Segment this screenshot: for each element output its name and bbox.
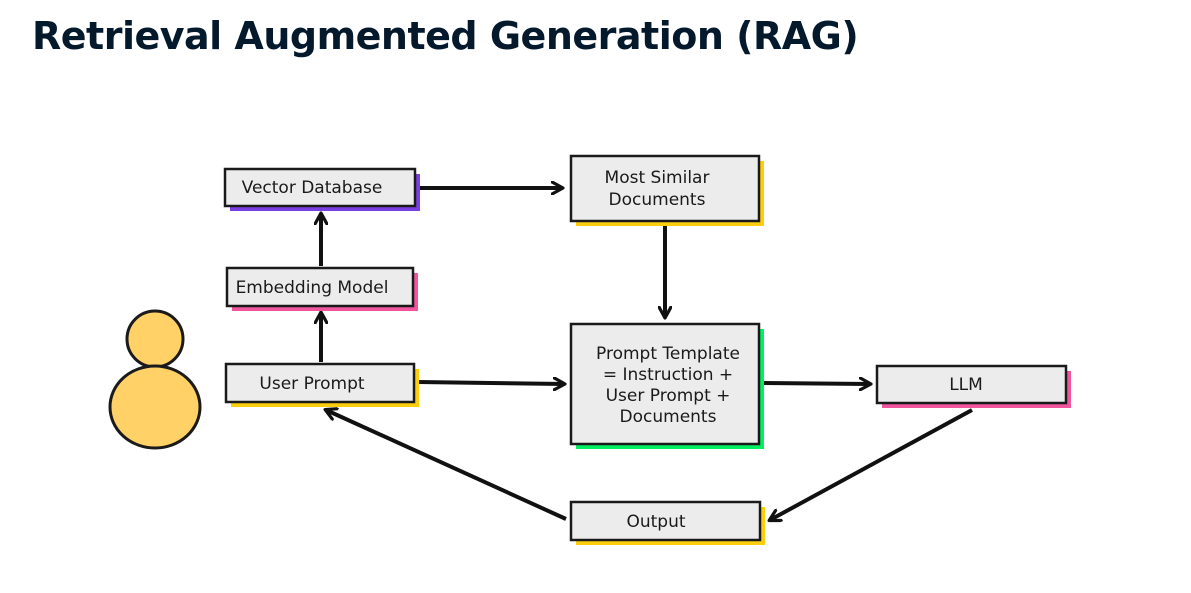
node-prompt-template: Prompt Template = Instruction + User Pro… <box>569 322 764 449</box>
node-label-line-1: Most Similar <box>605 168 710 188</box>
person-head <box>125 309 185 369</box>
edge-output-to-user-prompt <box>326 410 567 521</box>
node-embedding-model: Embedding Model <box>225 266 418 311</box>
node-label: Embedding Model <box>236 278 389 298</box>
node-label: Vector Database <box>242 178 383 198</box>
box <box>569 500 762 542</box>
person-icon <box>108 309 202 450</box>
edge-llm-to-output <box>770 408 973 520</box>
node-label-line-2: Documents <box>609 190 706 210</box>
box <box>569 322 761 446</box>
node-most-similar: Most Similar Documents <box>569 154 764 226</box>
page-title: Retrieval Augmented Generation (RAG) <box>32 14 859 58</box>
edges <box>321 188 973 521</box>
node-label-line-3: User Prompt + <box>606 386 731 406</box>
edge-template-to-llm <box>763 383 870 384</box>
box <box>875 364 1068 405</box>
node-label: User Prompt <box>259 374 364 394</box>
edge-user-prompt-to-template <box>417 382 564 384</box>
node-label-line-4: Documents <box>620 407 717 427</box>
node-label: LLM <box>949 375 983 395</box>
node-label: Output <box>626 512 685 532</box>
node-label-line-2: = Instruction + <box>603 365 733 385</box>
node-output: Output <box>569 500 765 545</box>
person-body <box>108 364 202 450</box>
node-label-line-1: Prompt Template <box>596 344 740 364</box>
box <box>225 266 415 308</box>
node-vector-database: Vector Database <box>223 167 420 211</box>
box <box>223 167 417 208</box>
box <box>224 362 416 404</box>
node-llm: LLM <box>875 364 1071 408</box>
node-user-prompt: User Prompt <box>224 362 419 407</box>
box <box>569 154 761 223</box>
